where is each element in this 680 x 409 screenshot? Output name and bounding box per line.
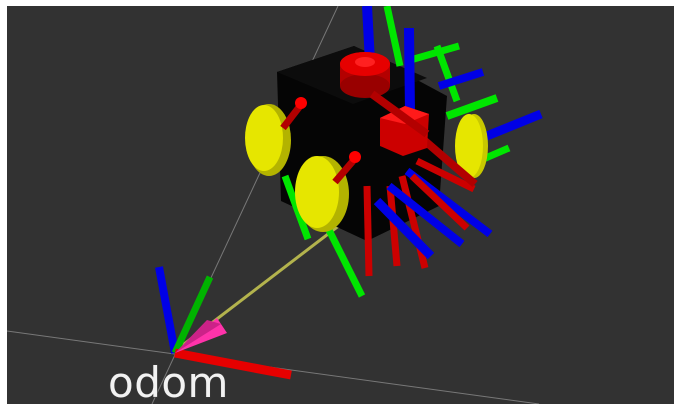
- frame-label-odom: odom: [108, 358, 229, 404]
- rviz-3d-viewport[interactable]: odom: [7, 6, 674, 404]
- left-front-wheel: [281, 156, 366, 298]
- grid: [7, 6, 540, 404]
- viewport-scene: odom: [7, 6, 543, 404]
- robot-model: [245, 6, 543, 298]
- right-wheel: [455, 114, 488, 178]
- odom-axes-icon: [155, 266, 292, 380]
- left-rear-wheel: [245, 104, 291, 176]
